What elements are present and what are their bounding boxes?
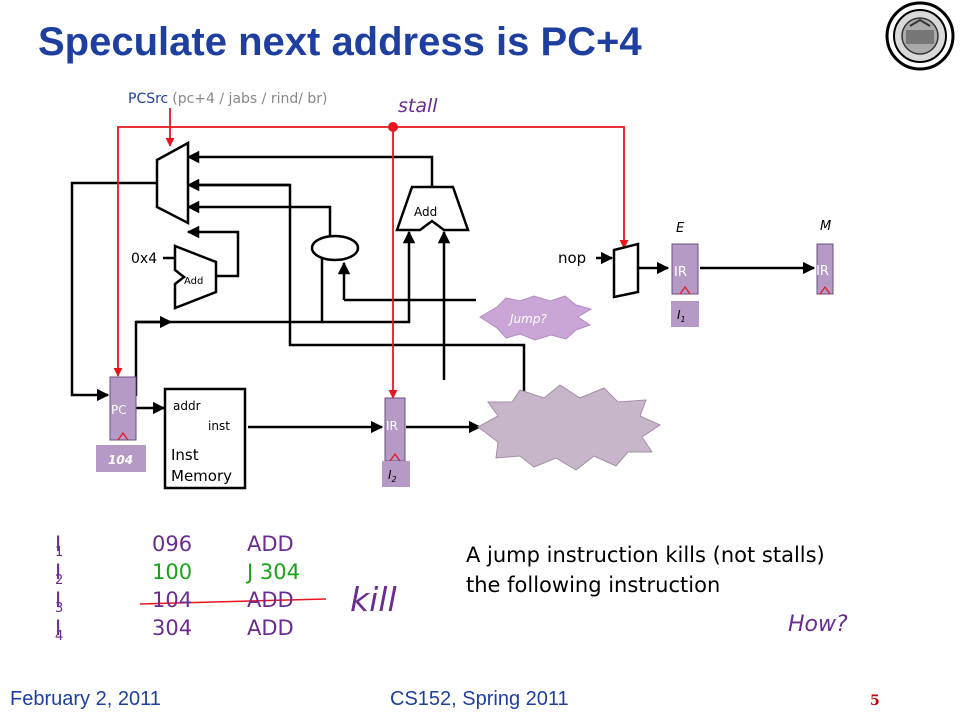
- imem-title-1: Inst: [171, 446, 199, 464]
- pcsrc-label: PCSrc(pc+4 / jabs / rind/ br): [128, 91, 328, 107]
- ir-m-label: IR: [816, 264, 829, 279]
- control-wires: [113, 108, 629, 399]
- nop-mux: [612, 242, 640, 299]
- instr-addr: 104: [152, 588, 193, 612]
- branch-adder: [395, 185, 470, 232]
- ir-execute-register: [671, 243, 699, 295]
- instr-op: ADD: [247, 616, 294, 640]
- jump-decoder: [310, 234, 360, 262]
- university-seal-icon: [885, 1, 955, 71]
- ir-d-instr-box: [382, 461, 410, 487]
- pc-register: [109, 376, 137, 441]
- ir-e-label: IR: [674, 265, 687, 280]
- instr-op: ADD: [247, 532, 294, 556]
- footer-course: CS152, Spring 2011: [390, 688, 569, 710]
- imem-inst-label: inst: [208, 419, 230, 433]
- ir-d-label: IR: [386, 419, 398, 433]
- kill-label: kill: [350, 580, 397, 619]
- ir-e-instr: I1: [677, 308, 686, 324]
- instr-op: ADD: [247, 588, 294, 612]
- pc-adder: [173, 244, 218, 310]
- footer-date: February 2, 2011: [10, 688, 161, 710]
- ir-e-instr-box: [671, 301, 699, 327]
- pc-mux: [155, 140, 190, 226]
- imem-title-2: Memory: [171, 467, 232, 485]
- jump-label: Jump?: [508, 312, 547, 326]
- note-line-2: the following instruction: [466, 573, 721, 597]
- instr-addr: 304: [152, 616, 193, 640]
- slide-title: Speculate next address is PC+4: [38, 20, 642, 64]
- ir-d-instr: I2: [388, 468, 397, 484]
- note-line-1: A jump instruction kills (not stalls): [466, 543, 825, 567]
- page-number: 5: [870, 693, 880, 709]
- const-label: 0x4: [131, 251, 157, 267]
- pc-value-box: [96, 445, 146, 472]
- explanation-note: A jump instruction kills (not stalls) th…: [466, 540, 825, 600]
- execution-logic-cloud: [477, 384, 662, 471]
- adder-small-label: Add: [184, 276, 203, 287]
- instr-addr: 100: [152, 560, 193, 584]
- stall-junction: [388, 122, 398, 132]
- jump-condition-burst: [479, 295, 593, 341]
- kill-strike-line: [139, 598, 327, 605]
- pc-label: PC: [111, 403, 127, 417]
- adder-big-label: Add: [414, 205, 437, 219]
- datapath-wires: [70, 150, 816, 434]
- nop-label: nop: [558, 249, 586, 267]
- pc-value: 104: [108, 453, 133, 467]
- inst-memory: [163, 387, 247, 490]
- instr-op: J 304: [247, 560, 300, 584]
- instr-addr: 096: [152, 532, 193, 556]
- how-question: How?: [788, 612, 848, 637]
- stall-label: stall: [398, 95, 438, 117]
- stage-m-label: M: [820, 219, 831, 234]
- stage-e-label: E: [676, 221, 685, 236]
- ir-memory-register: [816, 243, 834, 295]
- imem-addr-label: addr: [173, 399, 201, 413]
